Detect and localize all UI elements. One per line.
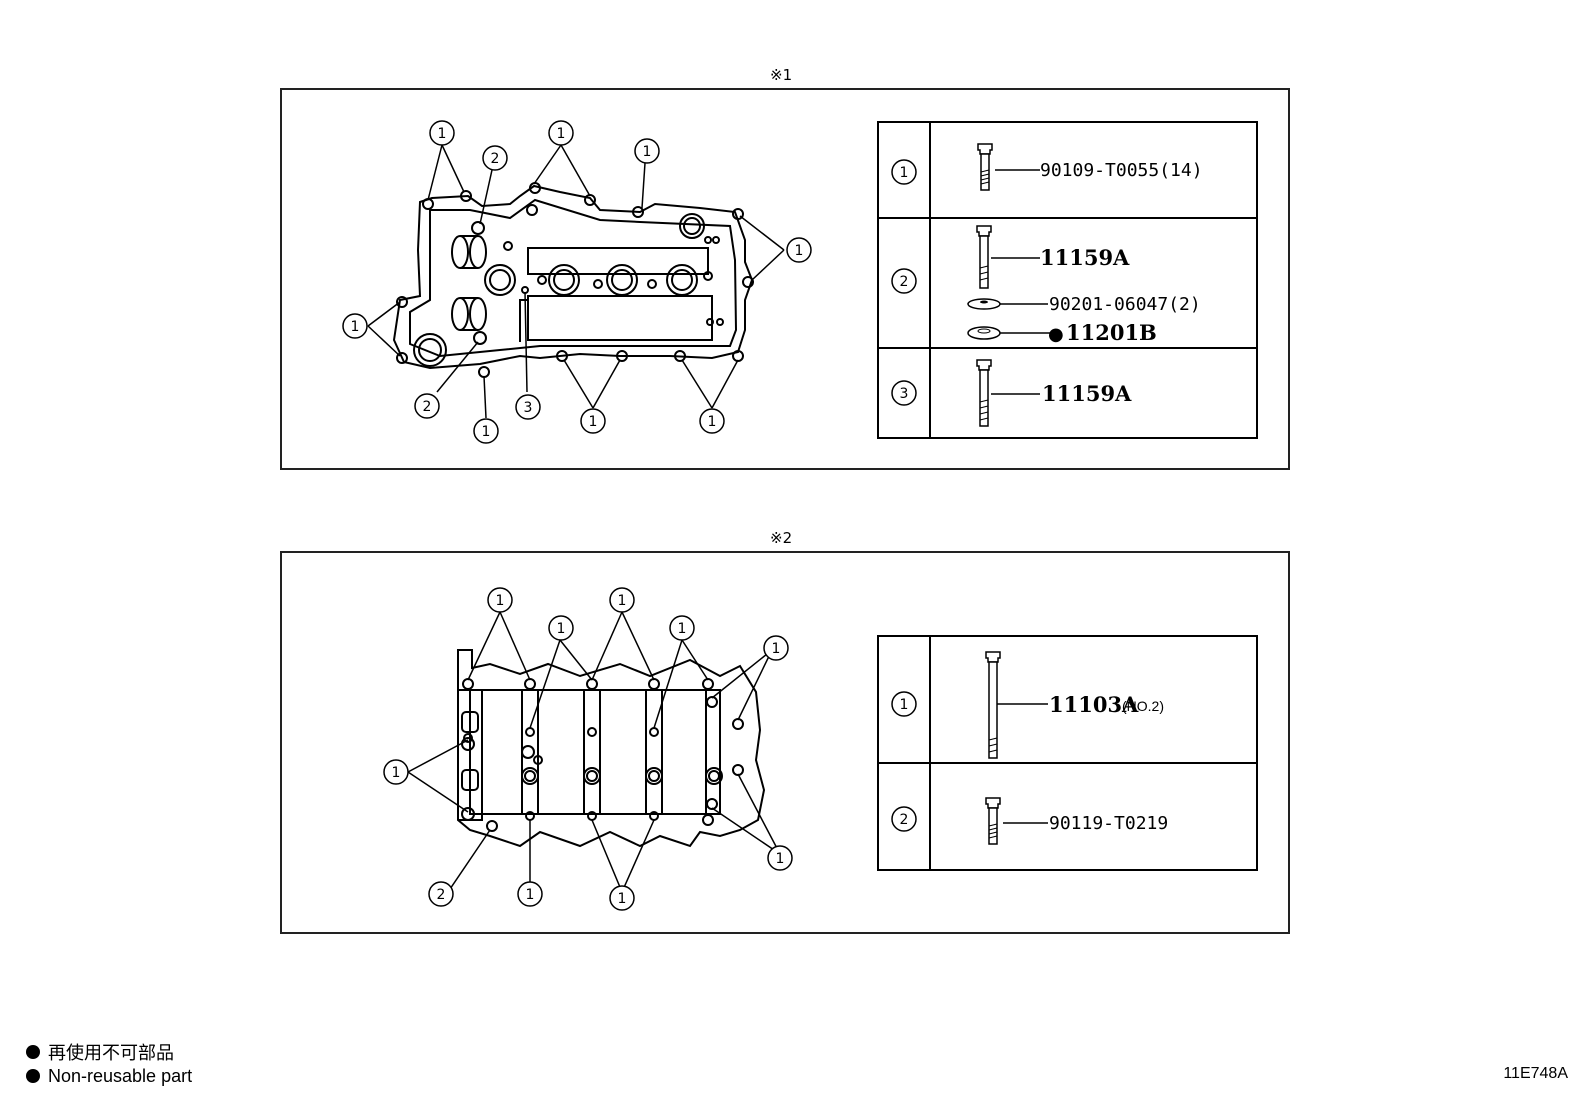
callout-number: 1: [678, 621, 687, 637]
long-bolt-icon: [976, 225, 992, 289]
row-index: 3: [900, 386, 909, 402]
part-suffix: (NO.2): [1122, 698, 1164, 714]
callout-number: 1: [438, 126, 447, 142]
panel2-frame: [280, 551, 1290, 934]
callout-number: 1: [496, 593, 505, 609]
part-code: 90119-T0219: [1049, 813, 1168, 834]
non-reusable-dot-icon: [26, 1069, 40, 1083]
long-bolt-icon: [976, 359, 992, 427]
callout-number: 1: [776, 851, 785, 867]
callout-number: 1: [557, 126, 566, 142]
washer-icon: [967, 298, 1001, 310]
callout-number: 1: [526, 887, 535, 903]
callout-circle: [763, 635, 789, 661]
callout-number: 1: [589, 414, 598, 430]
callout-circle: [609, 885, 635, 911]
callout-circle: [669, 615, 695, 641]
callout-number: 1: [618, 593, 627, 609]
callout-number: 1: [643, 144, 652, 160]
callout-circle: [414, 393, 440, 419]
panel2-callouts: [383, 587, 793, 911]
callout-circle: [482, 145, 508, 171]
legend-row-jp: 再使用不可部品: [26, 1040, 192, 1064]
callout-number: 1: [618, 891, 627, 907]
part-code: 11159A: [1042, 381, 1132, 406]
gasket-icon: [967, 326, 1001, 340]
panel2-label: ※2: [770, 529, 793, 547]
non-reusable-marker: ●: [1048, 324, 1064, 345]
long-bolt-icon: [985, 651, 1001, 759]
callout-circle: [609, 587, 635, 613]
callout-number: 1: [795, 243, 804, 259]
callout-number: 1: [392, 765, 401, 781]
part-code: 11103A: [1049, 692, 1139, 717]
legend-text-en: Non-reusable part: [48, 1065, 193, 1086]
callout-circle: [342, 313, 368, 339]
callout-circle: [473, 418, 499, 444]
part-code: 90201-06047(2): [1049, 294, 1201, 315]
bolt-icon: [977, 143, 993, 191]
row-index: 2: [900, 274, 909, 290]
part-code: 90109-T0055(14): [1040, 160, 1203, 181]
non-reusable-dot-icon: [26, 1045, 40, 1059]
bolt-icon: [985, 797, 1001, 845]
legend: 再使用不可部品 Non-reusable part: [26, 1040, 192, 1088]
callout-circle: [786, 237, 812, 263]
panel1-leader-lines: [367, 144, 785, 419]
panel2-parts-table: 1 2 11103A (NO.2) 90119-T0219: [877, 635, 1258, 871]
panel1-parts-table: 1 2 3: [877, 121, 1258, 439]
callout-circle: [487, 587, 513, 613]
row-index: 2: [900, 812, 909, 828]
diagram-code: 11E748A: [1503, 1065, 1568, 1082]
panel1-label: ※1: [770, 66, 793, 84]
panel1-callouts: [342, 120, 812, 444]
callout-circle: [428, 881, 454, 907]
callout-number: 1: [482, 424, 491, 440]
part-code: 11201B: [1066, 320, 1157, 345]
callout-circle: [429, 120, 455, 146]
callout-number: 1: [351, 319, 360, 335]
row-index: 1: [900, 165, 909, 181]
callout-circle: [383, 759, 409, 785]
panel2-leader-lines: [407, 611, 781, 893]
callout-circle: [767, 845, 793, 871]
callout-circle: [634, 138, 660, 164]
callout-number: 1: [772, 641, 781, 657]
callout-number: 2: [437, 887, 446, 903]
callout-number: 1: [557, 621, 566, 637]
callout-number: 2: [491, 151, 500, 167]
callout-circle: [517, 881, 543, 907]
callout-circle: [515, 394, 541, 420]
legend-row-en: Non-reusable part: [26, 1064, 192, 1088]
crankcase-drawing: [457, 649, 766, 848]
part-code: 11159A: [1040, 245, 1130, 270]
legend-text-jp: 再使用不可部品: [48, 1043, 174, 1063]
callout-circle: [699, 408, 725, 434]
callout-number: 2: [423, 399, 432, 415]
callout-circle: [580, 408, 606, 434]
callout-number: 1: [708, 414, 717, 430]
cam-cover-drawing: [392, 182, 754, 378]
callout-circle: [548, 120, 574, 146]
callout-number: 3: [524, 400, 533, 416]
panel1-frame: [280, 88, 1290, 470]
callout-circle: [548, 615, 574, 641]
row-index: 1: [900, 697, 909, 713]
